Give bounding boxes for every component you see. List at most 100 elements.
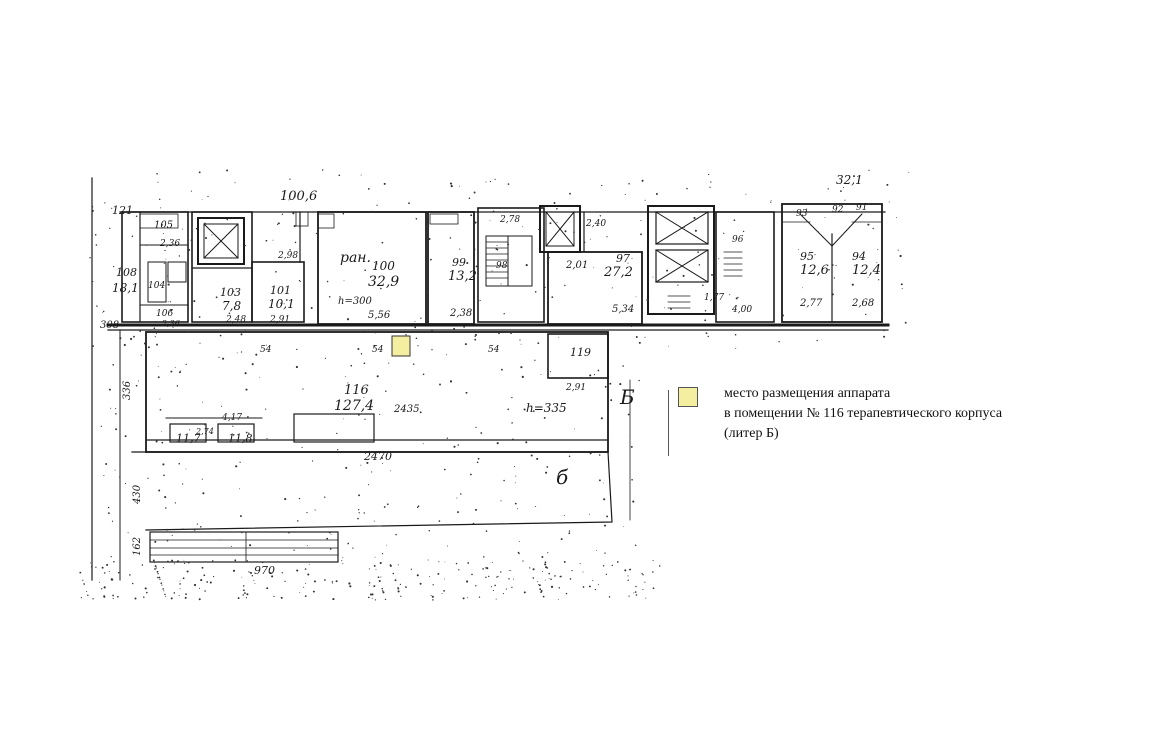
scan-speck: [770, 199, 772, 201]
scan-speck: [300, 281, 301, 282]
scan-speck: [598, 479, 601, 482]
scan-speck: [154, 568, 156, 570]
scan-speck: [167, 301, 169, 303]
scan-speck: [167, 560, 169, 563]
scan-speck: [782, 314, 784, 317]
scan-speck: [199, 342, 201, 344]
scan-speck: [111, 207, 113, 209]
scan-speck: [466, 261, 469, 265]
scan-speck: [114, 469, 116, 471]
scan-speck: [422, 373, 425, 376]
scan-speck: [532, 568, 535, 571]
scan-speck: [380, 576, 382, 578]
scan-speck: [598, 584, 599, 586]
scan-speck: [619, 383, 622, 386]
scan-speck: [181, 228, 183, 230]
scan-speck: [107, 506, 110, 509]
scan-speck: [261, 561, 264, 564]
scan-speck: [514, 502, 517, 505]
scan-speck: [110, 578, 113, 581]
scan-speck: [371, 471, 373, 473]
scan-speck: [367, 596, 370, 599]
scan-speck: [630, 445, 633, 448]
legend-divider: [668, 390, 669, 456]
plan-steps: [149, 531, 339, 563]
scan-speck: [155, 567, 157, 569]
room-97-number: 97: [616, 252, 630, 265]
scan-speck: [131, 235, 134, 238]
scan-speck: [449, 182, 453, 185]
scan-speck: [324, 496, 326, 498]
scan-speck: [183, 559, 185, 561]
scan-speck: [187, 561, 190, 564]
scan-speck: [634, 544, 637, 546]
scan-speck: [872, 227, 874, 230]
scan-speck: [144, 587, 147, 590]
scan-speck: [186, 214, 189, 217]
scan-speck: [559, 576, 561, 578]
scan-speck: [104, 202, 106, 204]
scan-speck: [415, 217, 418, 220]
scan-speck: [140, 354, 142, 356]
scan-speck: [235, 465, 238, 468]
scan-speck: [341, 560, 343, 562]
scan-speck: [388, 362, 390, 364]
scan-speck: [357, 517, 359, 520]
scan-speck: [133, 335, 135, 338]
scan-speck: [187, 225, 189, 227]
scan-speck: [622, 365, 624, 367]
scan-speck: [623, 526, 624, 527]
scan-speck: [658, 565, 661, 567]
scan-speck: [439, 383, 441, 386]
scan-speck: [157, 376, 160, 379]
scan-speck: [105, 463, 108, 465]
scan-speck: [236, 352, 238, 354]
dim-label: 2,98: [277, 251, 298, 261]
scan-speck: [453, 327, 456, 330]
dim-label: 2,40: [585, 219, 606, 229]
scan-speck: [143, 342, 146, 345]
scan-speck: [131, 582, 134, 585]
scan-speck: [441, 593, 443, 594]
scan-speck: [400, 595, 402, 597]
scan-speck: [708, 173, 710, 176]
scan-speck: [92, 598, 94, 600]
scan-speck: [899, 254, 902, 258]
scan-speck: [103, 586, 106, 589]
scan-speck: [203, 574, 206, 577]
scan-speck: [523, 408, 526, 411]
scan-speck: [302, 388, 304, 390]
scan-speck: [631, 478, 633, 481]
legend-line-2: в помещении № 116 терапевтического корпу…: [724, 406, 1003, 421]
scan-speck: [366, 461, 369, 464]
scan-speck: [465, 391, 468, 394]
scan-speck: [364, 269, 367, 272]
scan-speck: [511, 422, 513, 424]
scan-speck: [693, 216, 696, 220]
scan-speck: [900, 283, 903, 286]
scan-speck: [462, 597, 465, 600]
scan-speck: [107, 512, 110, 515]
scan-speck: [241, 576, 243, 578]
scan-speck: [480, 432, 483, 434]
scan-speck: [283, 303, 285, 305]
scan-speck: [244, 592, 246, 594]
scan-speck: [265, 344, 267, 346]
scan-speck: [266, 438, 268, 440]
scan-speck: [232, 569, 236, 572]
scan-speck: [335, 580, 338, 583]
scan-speck: [530, 454, 533, 457]
scan-speck: [171, 534, 173, 536]
scan-speck: [500, 283, 502, 285]
scan-speck: [381, 457, 384, 459]
scan-speck: [296, 348, 298, 351]
scan-speck: [631, 257, 633, 259]
scan-speck: [489, 180, 492, 183]
scan-speck: [119, 337, 122, 340]
scan-speck: [707, 335, 709, 338]
scan-speck: [476, 461, 479, 464]
scan-speck: [304, 568, 307, 570]
scan-speck: [641, 573, 643, 575]
scan-speck: [495, 598, 497, 600]
left-bottom-label: 162: [132, 537, 143, 556]
